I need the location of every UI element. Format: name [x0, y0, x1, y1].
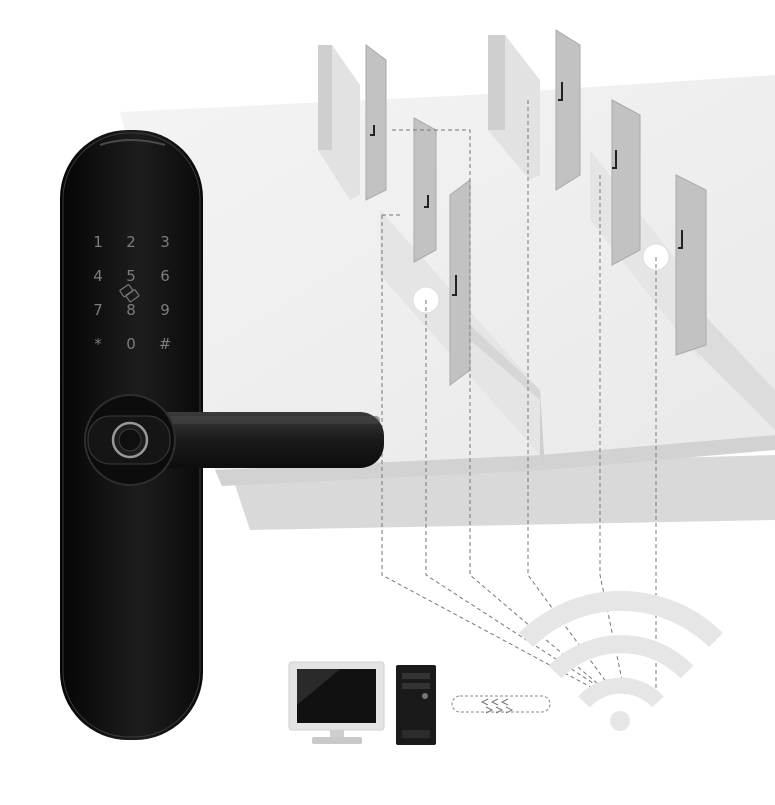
fingerprint-sensor-icon [111, 421, 149, 459]
wifi-signal-icon [518, 590, 724, 731]
keypad-key[interactable]: 6 [160, 267, 170, 285]
door [365, 29, 707, 386]
keypad-key[interactable]: # [158, 335, 172, 353]
desktop-monitor-icon [288, 661, 385, 744]
keypad-key[interactable]: 1 [93, 233, 103, 251]
keypad-key[interactable]: 9 [160, 301, 170, 319]
keypad-key[interactable]: 2 [126, 233, 136, 251]
data-transfer-icon [451, 695, 551, 714]
keypad: 1 2 3 4 5 6 7 8 9 * 0 # [84, 228, 184, 358]
keypad-key[interactable]: 0 [126, 335, 136, 353]
pc-tower-icon [396, 665, 436, 745]
wall [470, 325, 540, 400]
floor-surface [120, 75, 775, 470]
keypad-key[interactable]: * [94, 335, 102, 353]
door-handle [370, 82, 683, 296]
keypad-key[interactable]: 5 [126, 267, 136, 285]
keypad-key[interactable]: 8 [126, 301, 136, 319]
smart-lock [60, 130, 384, 740]
keypad-key[interactable]: 4 [93, 267, 103, 285]
floor-front-edge [215, 435, 775, 486]
floor-plan [120, 29, 775, 530]
nfc-card-icon [119, 284, 140, 303]
keypad-key[interactable]: 3 [160, 233, 170, 251]
wall [690, 300, 775, 430]
keypad-key[interactable]: 7 [93, 301, 103, 319]
